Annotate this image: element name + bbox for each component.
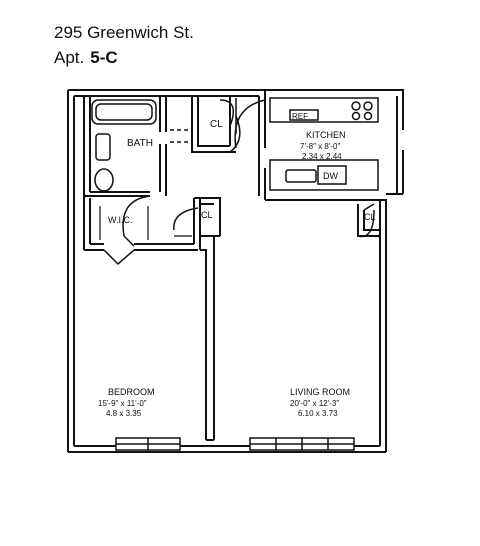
room-labels: BATH CL KITCHEN 7'-8" x 8'-0" 2.34 x 2.4… bbox=[98, 112, 376, 418]
closet-rods bbox=[99, 206, 192, 240]
windows bbox=[115, 437, 355, 451]
apartment-label: Apt. 5-C bbox=[54, 48, 118, 68]
apt-prefix: Apt. bbox=[54, 48, 85, 67]
bath-fixtures bbox=[91, 99, 190, 192]
bath-label: BATH bbox=[127, 138, 153, 149]
kitchen-size-metric: 2.34 x 2.44 bbox=[302, 152, 342, 161]
apt-number: 5-C bbox=[90, 48, 118, 67]
bedroom-label: BEDROOM bbox=[108, 387, 155, 397]
address-title: 295 Greenwich St. bbox=[54, 23, 194, 42]
living-room-label: LIVING ROOM bbox=[290, 387, 350, 397]
living-room-size-metric: 6.10 x 3.73 bbox=[298, 409, 338, 418]
closet-label-bath: CL bbox=[210, 119, 223, 130]
kitchen-label: KITCHEN bbox=[306, 130, 346, 140]
wic-label: W.I.C. bbox=[108, 215, 133, 225]
door-swings bbox=[103, 98, 375, 266]
walls bbox=[67, 89, 404, 453]
closet-label-living: CL bbox=[364, 212, 376, 222]
kitchen-size-imperial: 7'-8" x 8'-0" bbox=[300, 142, 340, 151]
living-room-size-imperial: 20'-0" x 12'-3" bbox=[290, 399, 339, 408]
bedroom-size-metric: 4.8 x 3.35 bbox=[106, 409, 142, 418]
closet-label-bedroom: CL bbox=[201, 210, 213, 220]
kitchen-fixtures bbox=[269, 97, 379, 191]
refrigerator-label: REF bbox=[292, 112, 308, 121]
dishwasher-label: DW bbox=[323, 171, 338, 181]
bedroom-size-imperial: 15'-9" x 11'-0" bbox=[98, 399, 147, 408]
